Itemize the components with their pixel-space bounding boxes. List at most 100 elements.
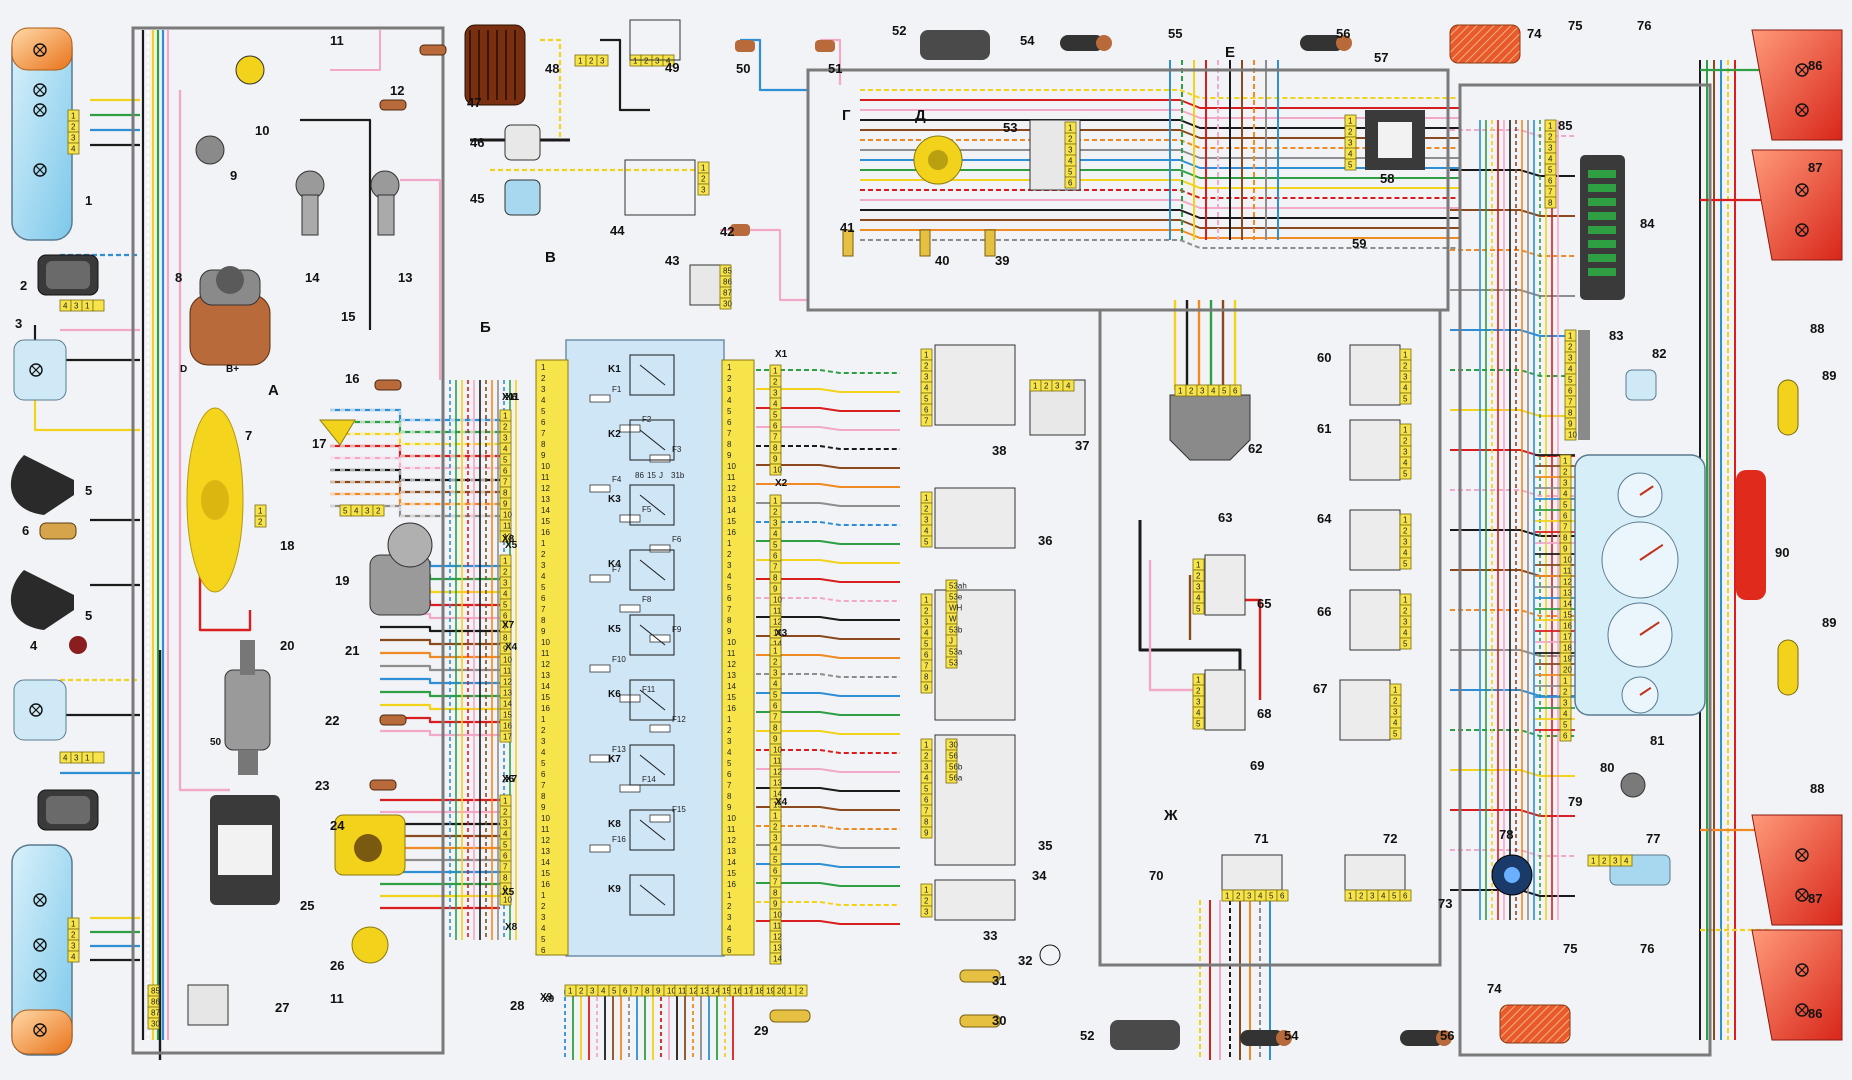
- pin-number: 6: [1563, 512, 1568, 521]
- pin-number: 9: [1563, 545, 1568, 554]
- hose-sensor-13: [377, 194, 395, 236]
- connector-pin: [1399, 392, 1412, 405]
- side-marker-74: [1449, 24, 1521, 64]
- connector-pin: [945, 656, 958, 669]
- fuse-pin-right: 4: [727, 924, 732, 933]
- pin-number: 5: [1403, 560, 1408, 569]
- component-number-42: 42: [720, 224, 734, 239]
- brake-icon: [1039, 944, 1061, 966]
- fuse-pin-left: 7: [541, 781, 546, 790]
- relay-k3-terminal: 86: [635, 471, 644, 480]
- connector-pin: [67, 950, 80, 963]
- switch-67: [1339, 679, 1391, 741]
- fuse-pin-right: 12: [727, 660, 736, 669]
- pin-number: 18: [755, 987, 764, 996]
- component-number-69: 69: [1250, 758, 1264, 773]
- pin-number: 1: [701, 164, 706, 173]
- relay-label: K3: [608, 494, 621, 505]
- connector-pin: [920, 414, 933, 427]
- component-number-23: 23: [315, 778, 329, 793]
- pin-number: 4: [63, 302, 68, 311]
- wire: [860, 139, 1460, 149]
- fuse-pin-right: 7: [727, 781, 732, 790]
- pin-number: 2: [1563, 688, 1568, 697]
- pin-number: 1: [85, 754, 90, 763]
- pin-number: 3: [1403, 538, 1408, 547]
- connector-pin: [769, 463, 782, 476]
- pin-number: 3: [1403, 618, 1408, 627]
- pin-number: 15: [722, 987, 731, 996]
- pin-number: 3: [1613, 857, 1618, 866]
- pin-number: 5: [1403, 640, 1408, 649]
- pin-number: 2: [1189, 387, 1194, 396]
- pin-number: 3: [503, 434, 508, 443]
- pin-number: 3: [1348, 139, 1353, 148]
- pin-number: 8: [773, 724, 778, 733]
- pin-number: 5: [503, 456, 508, 465]
- rear-lamp-86-bottom: [1751, 929, 1843, 1041]
- component-number-81: 81: [1650, 733, 1664, 748]
- component-number-65: 65: [1257, 596, 1271, 611]
- wire: [600, 38, 650, 112]
- pin-number: 56a: [949, 774, 963, 783]
- bulb-icon: [33, 163, 47, 177]
- pin-number: 12: [689, 987, 698, 996]
- component-number-5: 5: [85, 608, 92, 623]
- wire: [756, 559, 900, 564]
- component-number-78: 78: [1499, 827, 1513, 842]
- pin-number: 4: [71, 953, 76, 962]
- pin-number: 4: [601, 987, 606, 996]
- sensor-small: [379, 714, 407, 726]
- fuse-pin-right: 6: [727, 770, 732, 779]
- pin-number: 19: [766, 987, 775, 996]
- pin-number: 6: [503, 467, 508, 476]
- pin-number: 17: [744, 987, 753, 996]
- pin-number: 3: [1548, 144, 1553, 153]
- component-number-4: 4: [30, 638, 38, 653]
- pin-number: 1: [85, 302, 90, 311]
- fuse-pin-left: 1: [541, 891, 546, 900]
- lamp-82: [1625, 369, 1657, 401]
- pin-number: 10: [503, 511, 512, 520]
- component-number-27: 27: [275, 1000, 289, 1015]
- component-number-25: 25: [300, 898, 314, 913]
- pin-number: 10: [773, 746, 782, 755]
- pin-number: 87: [151, 1009, 160, 1018]
- pin-number: 3: [1196, 583, 1201, 592]
- pin-number: 8: [503, 634, 508, 643]
- pin-number: 5: [1548, 166, 1553, 175]
- pin-number: 2: [503, 808, 508, 817]
- component-number-87: 87: [1808, 891, 1822, 906]
- pin-number: 14: [503, 700, 512, 709]
- pin-number: 5: [924, 538, 929, 547]
- fuse-pin-left: 11: [541, 825, 550, 834]
- fuse-element: [589, 754, 611, 763]
- pin-number: 11: [773, 922, 782, 931]
- seat-heater-element: [984, 229, 996, 257]
- pin-number: 53b: [949, 626, 963, 635]
- pin-number: 4: [1258, 892, 1263, 901]
- hose-sensor-14: [301, 194, 319, 236]
- fuse-pin-left: 9: [541, 451, 546, 460]
- component-number-44: 44: [610, 223, 625, 238]
- pin-number: 7: [503, 623, 508, 632]
- component-number-59: 59: [1352, 236, 1366, 251]
- connector-pin: [1389, 727, 1402, 740]
- connector-pin: [920, 535, 933, 548]
- pin-number: 1: [924, 494, 929, 503]
- switch-66: [1349, 589, 1401, 651]
- pin-number: 5: [1392, 892, 1397, 901]
- fuse-element: [649, 814, 671, 823]
- pin-number: 6: [924, 406, 929, 415]
- pin-number: 5: [1068, 168, 1073, 177]
- pin-number: 10: [667, 987, 676, 996]
- pin-number: 53ah: [949, 582, 967, 591]
- fuse-pin-right: 11: [727, 825, 736, 834]
- pin-number: 5: [343, 507, 348, 516]
